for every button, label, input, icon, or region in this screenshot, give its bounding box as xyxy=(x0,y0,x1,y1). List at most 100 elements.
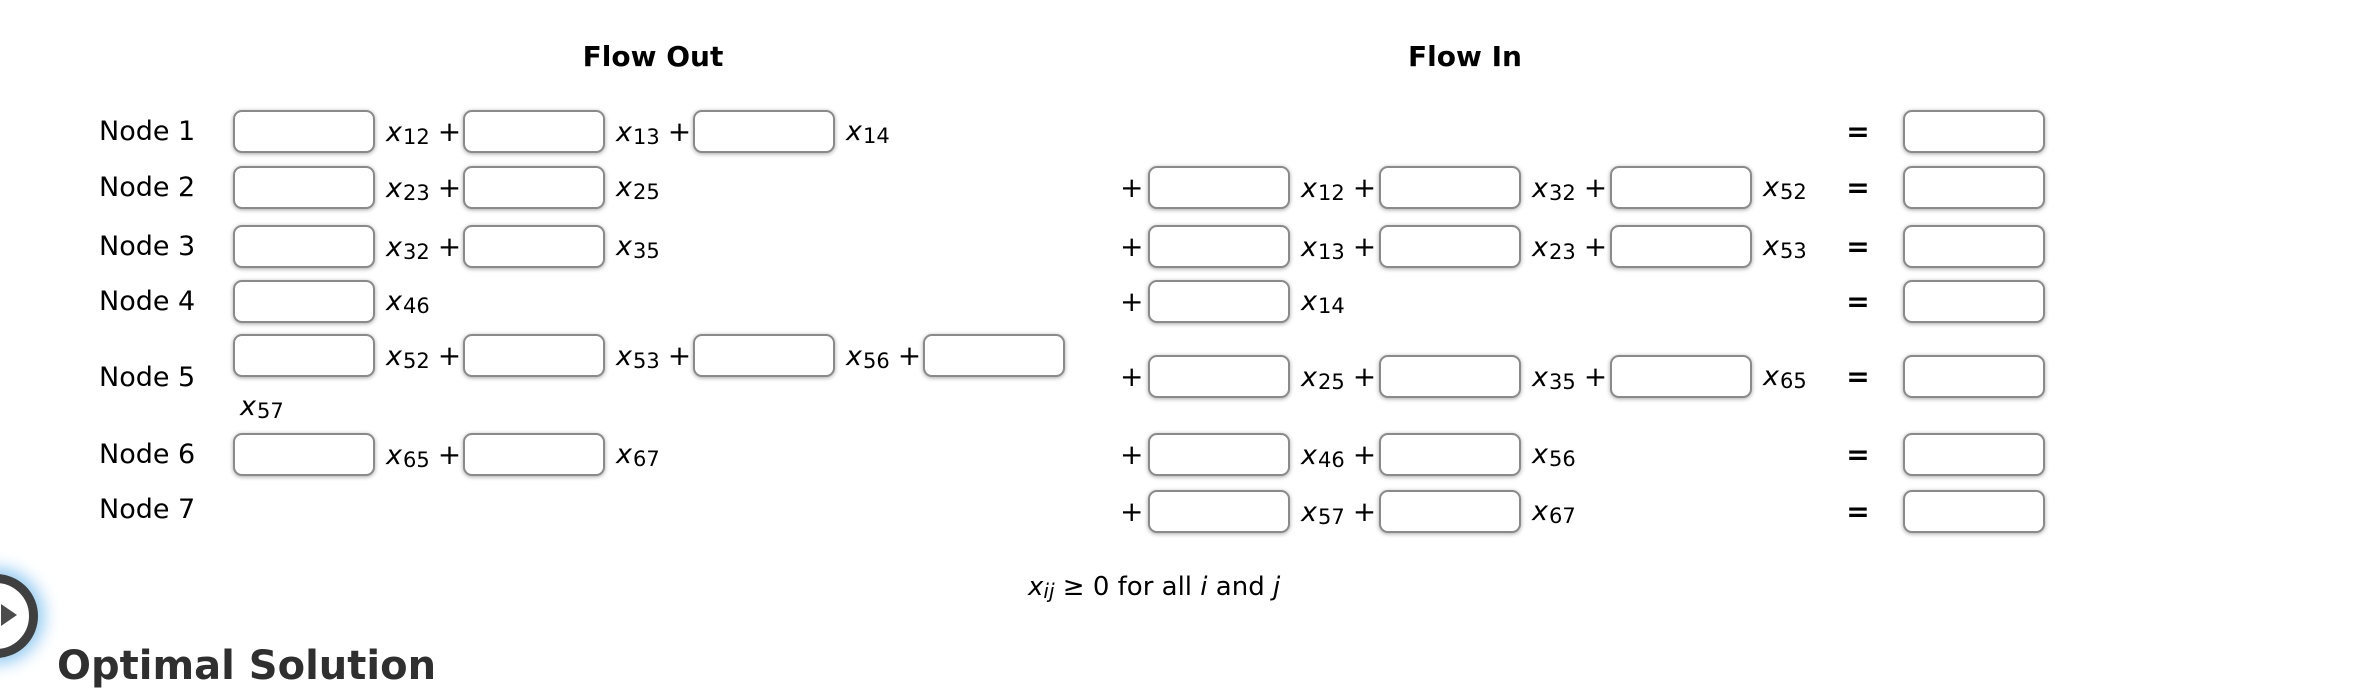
term-in-x57: x57+ xyxy=(1148,490,1379,534)
var-label-x52: x52 xyxy=(1763,172,1807,204)
plus-sign: + xyxy=(667,114,692,148)
node5-rhs-input[interactable] xyxy=(1903,355,2045,398)
term-x12: x12+ xyxy=(233,110,463,154)
next-button[interactable] xyxy=(0,574,38,658)
flow-in-x23-input[interactable] xyxy=(1379,225,1521,268)
var-label-x56: x56+ xyxy=(846,338,922,373)
flow-in-x52-input[interactable] xyxy=(1610,166,1752,209)
term-in-x67: x67 xyxy=(1379,490,1610,533)
flow-in-x14-input[interactable] xyxy=(1148,280,1290,323)
node6-label: Node 6 xyxy=(99,439,196,470)
term-x14: x14 xyxy=(693,110,923,153)
var-label-x32: x32+ xyxy=(1532,170,1608,205)
flow-in-x13-input[interactable] xyxy=(1148,225,1290,268)
var-label-x35: x35+ xyxy=(1532,359,1608,394)
term-in-x53: x53 xyxy=(1610,225,1841,268)
node6-rhs-input[interactable] xyxy=(1903,433,2045,476)
node4-rhs-input[interactable] xyxy=(1903,280,2045,323)
node4-flow-out-terms: x46 xyxy=(233,280,463,323)
flow-in-x56-input[interactable] xyxy=(1379,433,1521,476)
term-in-x23: x23+ xyxy=(1379,225,1610,269)
term-x25: x25 xyxy=(463,166,693,209)
flow-in-x46-input[interactable] xyxy=(1148,433,1290,476)
plus-sign: + xyxy=(897,338,922,372)
flow-out-x56-input[interactable] xyxy=(693,334,835,377)
flow-in-x12-input[interactable] xyxy=(1148,166,1290,209)
flow-out-x32-input[interactable] xyxy=(233,225,375,268)
flow-out-x46-input[interactable] xyxy=(233,280,375,323)
flow-out-x13-input[interactable] xyxy=(463,110,605,153)
term-in-x32: x32+ xyxy=(1379,166,1610,210)
node2-rhs-input[interactable] xyxy=(1903,166,2045,209)
term-x65: x65+ xyxy=(233,433,463,477)
var-label-x13: x13+ xyxy=(1301,229,1377,264)
flow-in-x67-input[interactable] xyxy=(1379,490,1521,533)
plus-sign: + xyxy=(1120,495,1144,528)
var-label-x32: x32+ xyxy=(386,229,462,264)
plus-sign: + xyxy=(1120,360,1144,393)
node1-label: Node 1 xyxy=(99,116,196,147)
var-label-x57: x57+ xyxy=(1301,494,1377,529)
plus-sign: + xyxy=(1583,359,1608,393)
term-in-x56: x56 xyxy=(1379,433,1610,476)
var-label-x53: x53+ xyxy=(616,338,692,373)
node7-rhs-input[interactable] xyxy=(1903,490,2045,533)
node4-flow-in-terms: + x14 xyxy=(1120,280,1379,323)
var-label-x14: x14 xyxy=(1301,286,1345,318)
flow-in-x53-input[interactable] xyxy=(1610,225,1752,268)
nonnegativity-constraint: xij ≥ 0 for all i and j xyxy=(1028,572,1281,603)
flow-in-x25-input[interactable] xyxy=(1148,355,1290,398)
var-label-x53: x53 xyxy=(1763,231,1807,263)
term-x53: x53+ xyxy=(463,334,693,378)
equals-sign-node2: = xyxy=(1846,171,1870,204)
plus-sign: + xyxy=(1352,170,1377,204)
var-label-x67: x67 xyxy=(1532,496,1576,528)
term-x46: x46 xyxy=(233,280,463,323)
chevron-right-icon xyxy=(1,604,17,626)
term-x35: x35 xyxy=(463,225,693,268)
node5-flow-in-terms: + x25+ x35+ x65 xyxy=(1120,355,1841,398)
term-x32: x32+ xyxy=(233,225,463,269)
flow-out-x67-input[interactable] xyxy=(463,433,605,476)
flow-out-x35-input[interactable] xyxy=(463,225,605,268)
node3-rhs-input[interactable] xyxy=(1903,225,2045,268)
plus-sign: + xyxy=(1120,438,1144,471)
node4-label: Node 4 xyxy=(99,286,196,317)
optimal-solution-heading: Optimal Solution xyxy=(57,643,437,689)
worksheet: { "titles": { "flow_out": "Flow Out", "f… xyxy=(0,40,2045,689)
flow-in-x57-input[interactable] xyxy=(1148,490,1290,533)
equals-sign-node7: = xyxy=(1846,495,1870,528)
plus-sign: + xyxy=(1583,170,1608,204)
term-x13: x13+ xyxy=(463,110,693,154)
var-label-x35: x35 xyxy=(616,231,660,263)
flow-in-x32-input[interactable] xyxy=(1379,166,1521,209)
flow-out-x23-input[interactable] xyxy=(233,166,375,209)
node1-rhs-input[interactable] xyxy=(1903,110,2045,153)
var-label-x56: x56 xyxy=(1532,439,1576,471)
flow-out-x52-input[interactable] xyxy=(233,334,375,377)
plus-sign: + xyxy=(437,114,462,148)
plus-sign: + xyxy=(1120,285,1144,318)
flow-in-x35-input[interactable] xyxy=(1379,355,1521,398)
flow-out-x53-input[interactable] xyxy=(463,334,605,377)
flow-out-x12-input[interactable] xyxy=(233,110,375,153)
plus-sign: + xyxy=(1352,494,1377,528)
flow-out-x25-input[interactable] xyxy=(463,166,605,209)
node7-label: Node 7 xyxy=(99,494,196,525)
flow-in-x65-input[interactable] xyxy=(1610,355,1752,398)
var-label-x46: x46+ xyxy=(1301,437,1377,472)
plus-sign: + xyxy=(437,170,462,204)
flow-out-x65-input[interactable] xyxy=(233,433,375,476)
plus-sign: + xyxy=(1352,359,1377,393)
flow-out-x57-input[interactable] xyxy=(923,334,1065,377)
equals-sign-node5: = xyxy=(1846,360,1870,393)
plus-sign: + xyxy=(1120,171,1144,204)
node7-flow-in-terms: + x57+ x67 xyxy=(1120,490,1610,533)
var-label-x25: x25+ xyxy=(1301,359,1377,394)
flow-out-x14-input[interactable] xyxy=(693,110,835,153)
var-label-x14: x14 xyxy=(846,116,890,148)
plus-sign: + xyxy=(1583,229,1608,263)
var-label-x52: x52+ xyxy=(386,338,462,373)
var-label-x57: x57 xyxy=(240,391,284,423)
node2-flow-in-terms: + x12+ x32+ x52 xyxy=(1120,166,1841,209)
